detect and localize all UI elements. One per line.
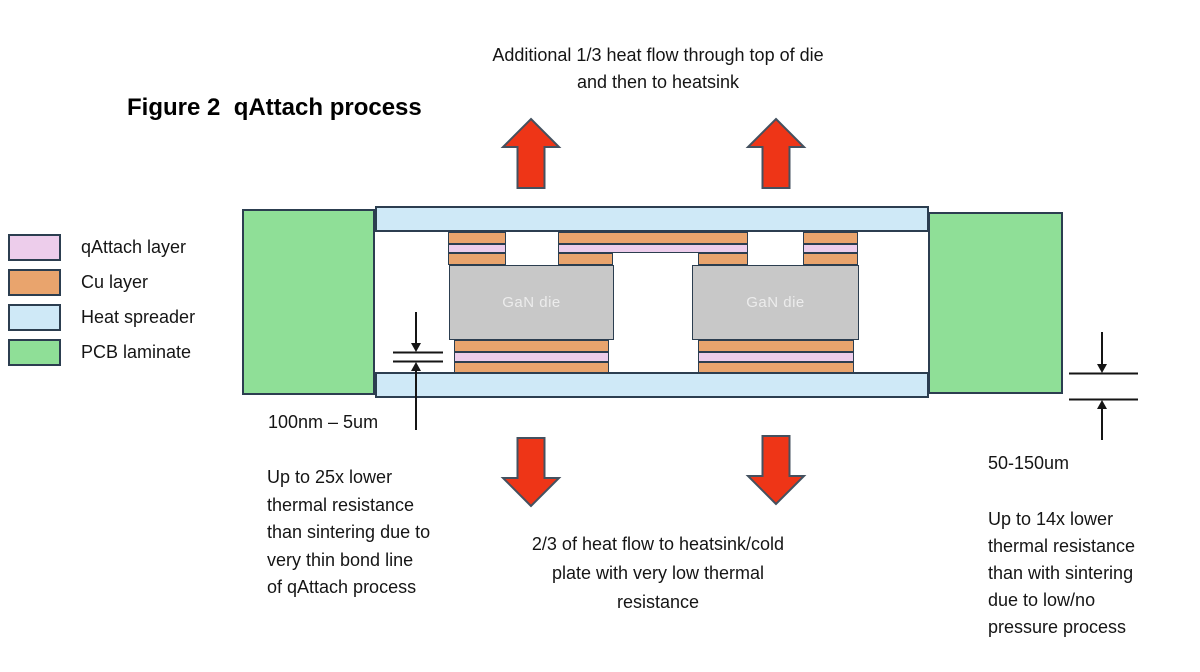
heat-spreader-bottom bbox=[375, 372, 929, 398]
annotation-top-heat-flow: Additional 1/3 heat flow through top of … bbox=[492, 45, 824, 92]
cu-layer-bridge-lower-right bbox=[698, 253, 748, 265]
cu-layer-swatch bbox=[8, 269, 61, 296]
heat-flow-down-arrow-left bbox=[500, 437, 562, 508]
bond-line-dimension-marker bbox=[393, 312, 443, 430]
legend-item-qattach-layer: qAttach layer bbox=[8, 234, 195, 261]
annotation-left-benefit: Up to 25x lower thermal resistance than … bbox=[267, 467, 431, 597]
spreader-thickness-dimension-marker bbox=[1069, 332, 1138, 440]
gan-die-left: GaN die bbox=[449, 265, 614, 340]
cu-layer-bottom-right-upper bbox=[698, 340, 854, 352]
qattach-layer-bottom-right bbox=[698, 352, 854, 362]
heat-flow-up-arrow-left bbox=[500, 117, 562, 189]
cu-layer-top-left-pad-upper bbox=[448, 232, 506, 244]
pcb-laminate-left bbox=[242, 209, 375, 395]
cu-layer-top-right-pad-lower bbox=[803, 253, 858, 265]
annotation-bond-line-thickness: 100nm – 5um bbox=[268, 412, 379, 432]
legend-item-cu-layer: Cu layer bbox=[8, 269, 195, 296]
legend-item-heat-spreader: Heat spreader bbox=[8, 304, 195, 331]
gan-die-label: GaN die bbox=[746, 294, 805, 311]
qattach-layer-swatch bbox=[8, 234, 61, 261]
figure-title: Figure 2 qAttach process bbox=[127, 94, 422, 121]
legend-item-label: PCB laminate bbox=[81, 342, 192, 362]
cu-layer-bottom-left-lower bbox=[454, 362, 609, 373]
heat-flow-down-arrow-right bbox=[745, 435, 807, 506]
heat-spreader-swatch bbox=[8, 304, 61, 331]
legend-item-label: Cu layer bbox=[81, 272, 149, 292]
legend: qAttach layer Cu layer Heat spreader PCB… bbox=[8, 234, 195, 366]
legend-item-label: Heat spreader bbox=[81, 307, 196, 327]
cu-layer-bottom-left-upper bbox=[454, 340, 609, 352]
legend-item-label: qAttach layer bbox=[81, 237, 187, 257]
qattach-layer-top-right-pad bbox=[803, 244, 858, 253]
annotation-spreader-thickness: 50-150um bbox=[988, 453, 1070, 473]
cu-layer-top-right-pad-upper bbox=[803, 232, 858, 244]
legend-item-pcb-laminate: PCB laminate bbox=[8, 339, 195, 366]
cu-layer-bridge-upper bbox=[558, 232, 748, 244]
pcb-laminate-right bbox=[928, 212, 1063, 394]
heat-spreader-top bbox=[375, 206, 929, 232]
heat-flow-up-arrow-right bbox=[745, 117, 807, 189]
annotation-bottom-heat-flow: 2/3 of heat flow to heatsink/cold plate … bbox=[531, 534, 785, 612]
cu-layer-bridge-lower-left bbox=[558, 253, 613, 265]
qattach-layer-bottom-left bbox=[454, 352, 609, 362]
cu-layer-bottom-right-lower bbox=[698, 362, 854, 373]
gan-die-label: GaN die bbox=[502, 294, 561, 311]
annotation-right-benefit: Up to 14x lower thermal resistance than … bbox=[988, 509, 1136, 637]
pcb-laminate-swatch bbox=[8, 339, 61, 366]
gan-die-right: GaN die bbox=[692, 265, 859, 340]
qattach-layer-bridge bbox=[558, 244, 748, 253]
cu-layer-top-left-pad-lower bbox=[448, 253, 506, 265]
qattach-layer-top-left-pad bbox=[448, 244, 506, 253]
